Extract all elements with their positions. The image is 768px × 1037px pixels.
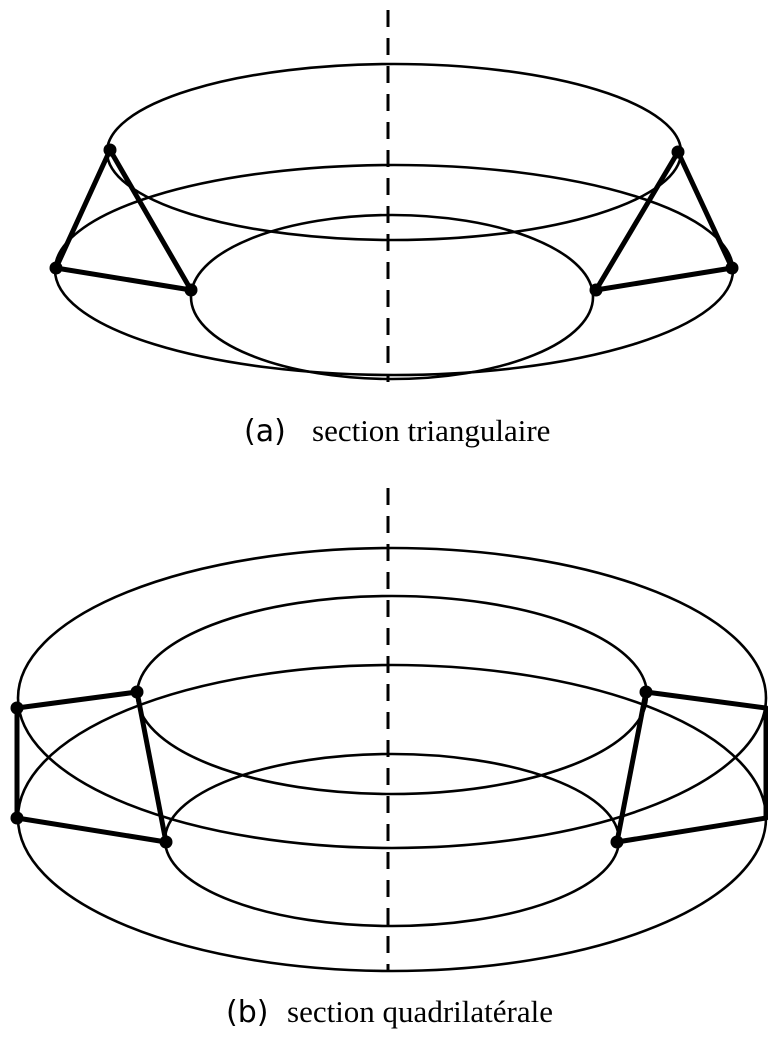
left-quadrilateral-section [10,685,173,849]
right-triangle-section [589,145,739,297]
figure-a-label: (a) [244,414,286,449]
inner-ring-a [189,213,595,381]
right-quadrilateral-section [610,685,768,849]
figure-b-label: (b) [226,995,268,1030]
triangular-section-figure: (a) section triangulaire [49,10,739,449]
outer-ring-a [53,163,735,377]
upper-outer-ring-b [16,546,768,850]
lower-inner-ring-b [163,752,621,928]
top-ring-a [105,62,683,242]
left-triangle-section [49,143,198,297]
figure-b-caption: section quadrilatérale [287,994,553,1029]
quadrilateral-section-figure: (b) section quadrilatérale [10,488,768,1030]
upper-inner-ring-b [135,594,649,796]
figure-a-caption: section triangulaire [312,413,550,448]
